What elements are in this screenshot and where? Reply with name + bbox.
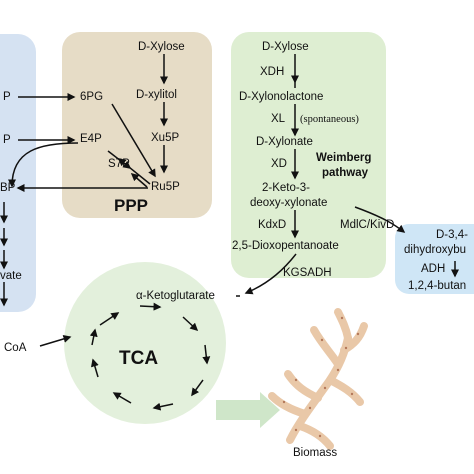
ppp-box [62,32,212,218]
enzyme-xd: XD [271,158,287,170]
weimberg-d-xylose: D-Xylose [262,41,309,53]
ppp-ru5p: Ru5P [151,181,180,193]
enzyme-kgsadh: KGSADH [283,267,332,279]
branch-line-1: D-3,4- [436,229,468,241]
branch-product-box [395,224,474,294]
glycolysis-partial-2: P [3,134,11,146]
weimberg-keto-1: 2-Keto-3- [262,182,310,194]
ppp-xu5p: Xu5P [151,132,180,144]
spontaneous-label: (spontaneous) [300,114,359,125]
tca-title: TCA [119,348,159,369]
biomass-label: Biomass [293,447,338,459]
enzyme-mdlc-kivd: MdlC/KivD [340,219,395,231]
weimberg-title-1: Weimberg [316,152,372,164]
weimberg-d-xylonolactone: D-Xylonolactone [239,91,324,103]
ppp-e4p: E4P [80,133,102,145]
glycolysis-partial-4: vate [0,270,22,282]
weimberg-keto-2: deoxy-xylonate [250,197,328,209]
enzyme-xdh: XDH [260,66,285,78]
weimberg-dioxopentanoate: 2,5-Dioxopentanoate [232,240,339,252]
ppp-d-xylose: D-Xylose [138,41,185,53]
glycolysis-partial-5: CoA [4,342,27,354]
weimberg-d-xylonate: D-Xylonate [256,136,313,148]
ppp-s7p: S7P [108,158,130,170]
branch-line-2: dihydroxybu [404,244,467,256]
enzyme-xl: XL [271,113,286,125]
weimberg-title-2: pathway [322,167,369,179]
weimberg-box [231,32,386,278]
alpha-ketoglutarate: α-Ketoglutarate [136,290,215,302]
enzyme-adh: ADH [421,263,446,275]
ppp-6pg: 6PG [80,91,104,103]
ppp-d-xylitol: D-xylitol [136,89,177,101]
branch-product: 1,2,4-butan [408,280,467,292]
enzyme-kdxd: KdxD [258,219,287,231]
glycolysis-partial-1: P [3,91,11,103]
ppp-title: PPP [114,196,149,215]
tca-circle [64,262,226,424]
glycolysis-partial-3: BP [0,182,16,194]
